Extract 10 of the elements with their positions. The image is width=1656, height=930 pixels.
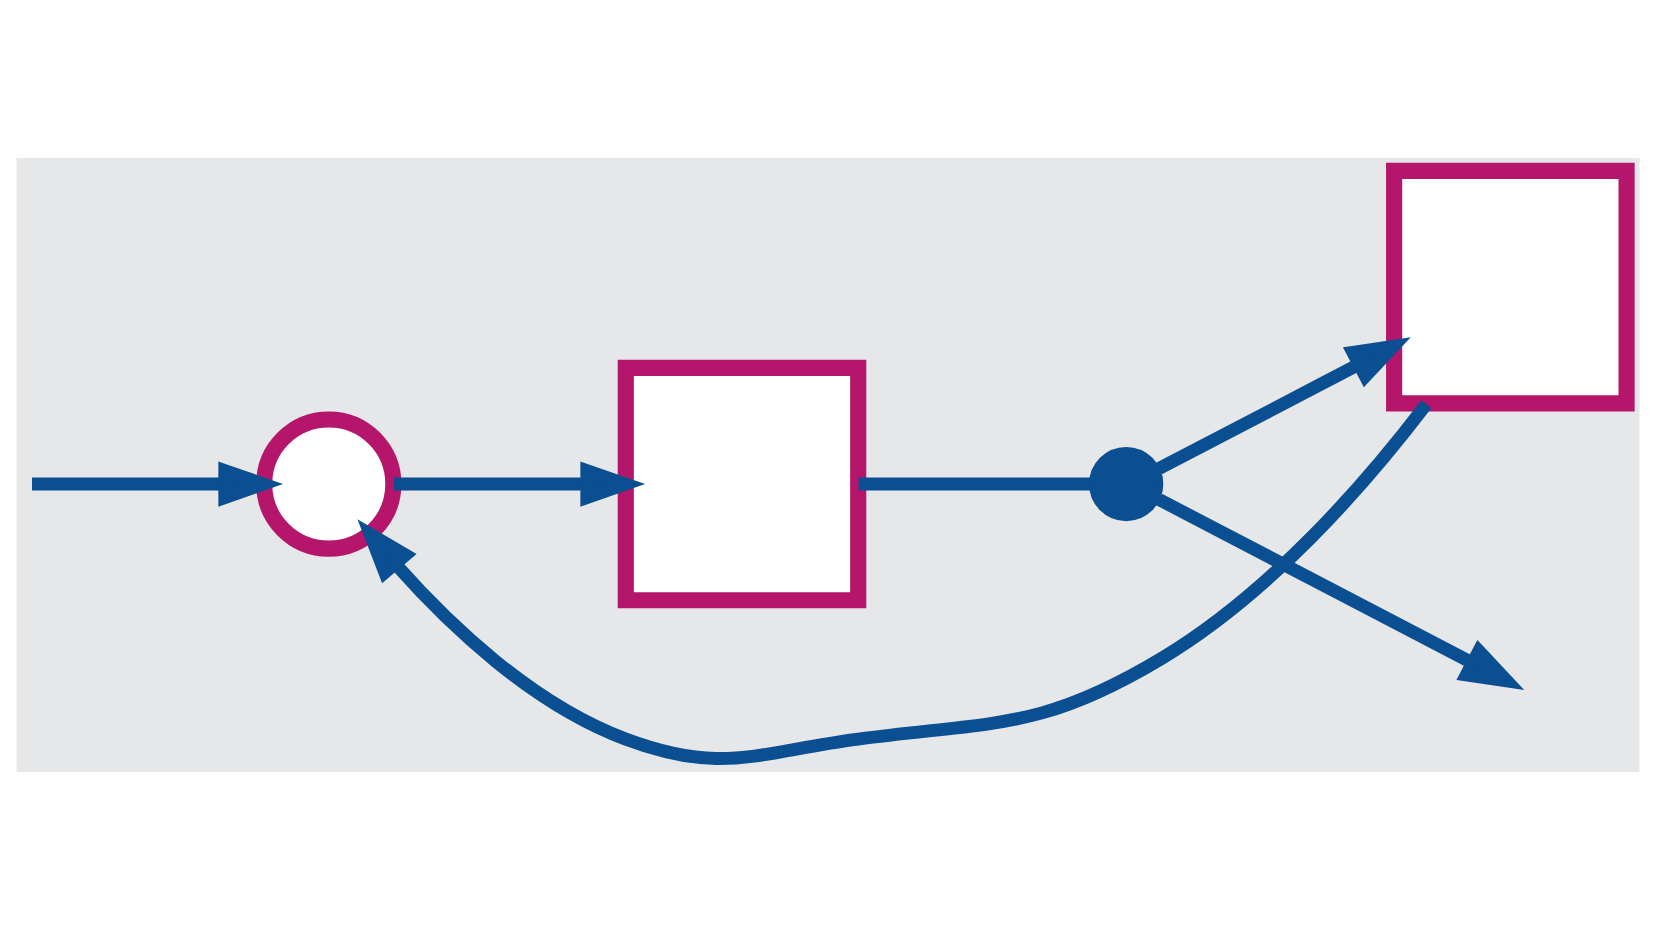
arrow — [1156, 493, 1525, 690]
arrow — [1156, 337, 1411, 475]
arrow — [32, 461, 284, 507]
arrow — [357, 400, 1432, 765]
node-circle — [1089, 446, 1164, 522]
node-circle — [256, 411, 402, 557]
arrow — [393, 461, 646, 507]
node-box — [617, 359, 867, 609]
node-box — [1386, 162, 1635, 412]
connector — [858, 477, 1091, 491]
